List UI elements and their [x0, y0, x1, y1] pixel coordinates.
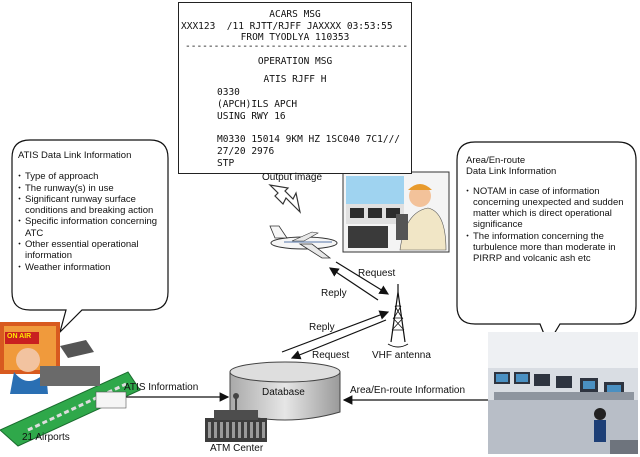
output-arrow	[268, 184, 302, 214]
printout-line-10: 27/20 2976	[217, 146, 275, 157]
output-image-label: Output image	[262, 172, 323, 183]
control-room-photo	[488, 332, 638, 454]
on-air-sign: ON AIR	[7, 333, 32, 340]
reply-arrow-mid	[281, 310, 390, 353]
reply-arrow-top	[329, 267, 379, 301]
area-information-label: Area/En-route Information	[350, 385, 466, 396]
reply-label-top: Reply	[321, 288, 347, 299]
reply-label-mid: Reply	[309, 322, 335, 333]
atis-item: Significant runway surface conditions an…	[15, 194, 164, 217]
printout-line-7: (APCH)ILS APCH	[217, 99, 298, 110]
printout-line-3: FROM TYODLYA 110353	[240, 32, 350, 43]
area-bubble: Area/En-route Data Link Information NOTA…	[463, 155, 630, 265]
atm-center-label: ATM Center	[210, 443, 264, 454]
atis-item: The runway(s) in use	[15, 183, 164, 195]
atis-item: Specific information concerning ATC	[15, 216, 164, 239]
printout-line-9: M0330 15014 9KM HZ 1SC040 7C1///	[217, 134, 401, 145]
atis-bubble-title: ATIS Data Link Information	[18, 150, 132, 161]
printout-line-5: ATIS RJFF H	[263, 74, 327, 85]
atis-item: Other essential operational information	[15, 239, 164, 262]
airplane-illustration	[269, 225, 338, 259]
printout-line-2: XXX123 /11 RJTT/RJFF JAXXXX 03:53:55	[181, 21, 393, 32]
cockpit-illustration	[342, 171, 450, 253]
printout-divider: ----------------------------------------…	[185, 41, 407, 52]
request-label-top: Request	[358, 268, 396, 279]
area-item: NOTAM in case of information concerning …	[463, 186, 630, 231]
printout-line-1: ACARS MSG	[269, 9, 321, 20]
database-label: Database	[262, 387, 305, 398]
area-bubble-title-1: Area/En-route	[466, 155, 526, 166]
request-arrow-mid	[290, 319, 387, 360]
airports-label: 21 Airports	[22, 432, 70, 443]
atis-information-label: ATIS Information	[124, 382, 199, 393]
database-cylinder	[229, 361, 341, 421]
atis-item: Weather information	[15, 262, 164, 274]
area-bubble-title-2: Data Link Information	[466, 166, 557, 178]
printout-line-11: STP	[217, 158, 235, 169]
vhf-antenna-icon	[387, 284, 409, 348]
request-label-mid: Request	[312, 350, 350, 361]
vhf-antenna-label: VHF antenna	[372, 350, 431, 361]
airport-illustration	[0, 322, 141, 447]
printout-line-6: 0330	[217, 87, 240, 98]
atm-center-building	[205, 393, 267, 442]
printout-line-4: OPERATION MSG	[257, 56, 333, 67]
atis-item: Type of approach	[15, 171, 164, 183]
acars-printout: ACARS MSG XXX123 /11 RJTT/RJFF JAXXXX 03…	[178, 2, 412, 174]
request-arrow-top	[335, 261, 390, 295]
printout-line-8: USING RWY 16	[217, 111, 286, 122]
atis-bubble: ATIS Data Link Information Type of appro…	[15, 150, 164, 274]
area-item: The information concerning the turbulenc…	[463, 231, 630, 265]
